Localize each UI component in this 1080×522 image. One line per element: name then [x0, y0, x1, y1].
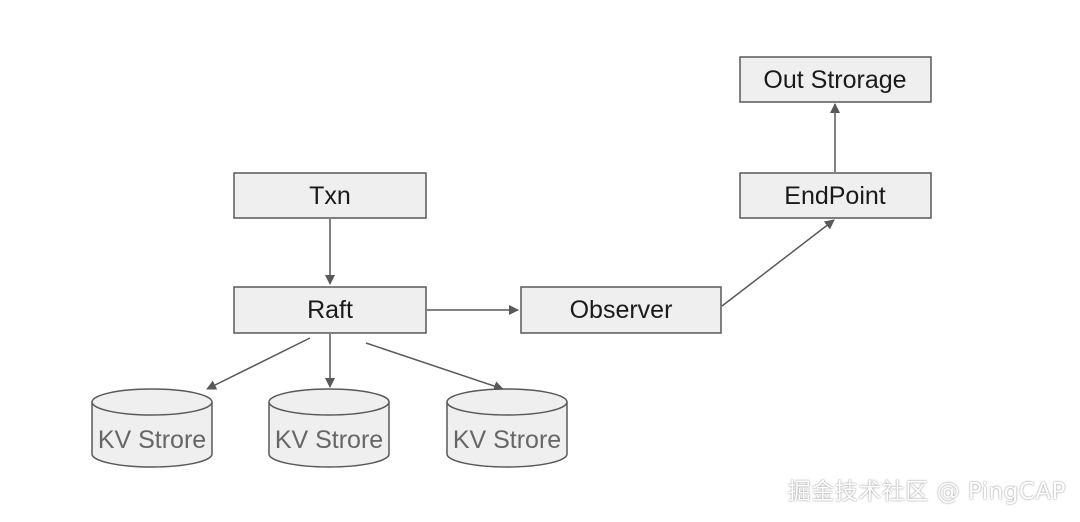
kv-store-node: KV Strore	[446, 388, 568, 468]
txn-label: Txn	[309, 182, 351, 210]
watermark: 掘金技术社区 @ PingCAP	[787, 479, 1066, 505]
out-storage-label: Out Strorage	[763, 66, 906, 94]
observer-label: Observer	[570, 296, 673, 324]
raft-node: Raft	[233, 286, 427, 334]
endpoint-label: EndPoint	[784, 182, 886, 210]
observer-node: Observer	[520, 286, 722, 334]
kv-store-label: KV Strore	[275, 426, 383, 454]
endpoint-node: EndPoint	[739, 172, 932, 219]
raft-label: Raft	[307, 296, 353, 324]
out-storage-node: Out Strorage	[739, 56, 932, 103]
kv-store-label: KV Strore	[98, 426, 206, 454]
edge-raft-to-kv-store-3	[365, 342, 504, 391]
edge-observer-to-endpoint	[721, 219, 835, 307]
edge-raft-to-kv-store-1	[206, 337, 311, 390]
kv-store-node: KV Strore	[268, 388, 390, 468]
kv-store-label: KV Strore	[453, 426, 561, 454]
kv-store-node: KV Strore	[91, 388, 213, 468]
txn-node: Txn	[233, 172, 427, 219]
